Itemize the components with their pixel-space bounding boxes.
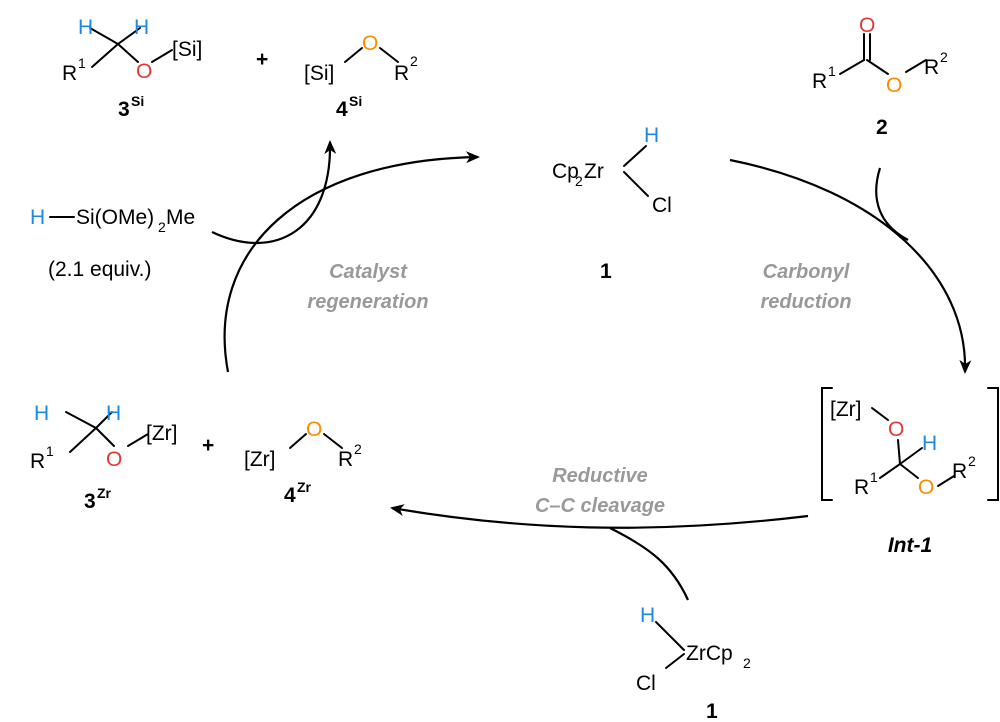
step-carbonyl-reduction-line2: reduction (760, 291, 851, 313)
superscript-1: 1 (78, 55, 86, 71)
compound-4zr: [Zr] O R 2 4 Zr (244, 418, 362, 507)
compound-label-4zr: 4 (284, 484, 296, 507)
atom-r: R (924, 56, 939, 79)
arrow-ester-input (875, 167, 909, 241)
step-labels: Catalyst regeneration Carbonyl reduction… (307, 261, 851, 517)
atom-r: R (62, 62, 77, 85)
compound-sup-4si: Si (349, 93, 362, 109)
step-catalyst-regeneration-line1: Catalyst (329, 261, 408, 283)
arrow-silane-to-product (211, 140, 337, 244)
atom-h: H (644, 124, 659, 147)
compound-3zr: H H R 1 O [Zr] 3 Zr (30, 402, 178, 513)
compound-label-3si: 3 (118, 98, 130, 121)
atom-h: H (34, 402, 49, 425)
silane-equiv: (2.1 equiv.) (48, 258, 152, 281)
compound-4si: [Si] O R 2 4 Si (304, 32, 418, 121)
silane-tail: Me (166, 206, 195, 229)
atom-h: H (640, 604, 655, 627)
atom-o: O (859, 14, 875, 37)
atom-cp: Cp (552, 160, 579, 183)
atom-o: O (886, 74, 902, 97)
arrow-carbonyl-reduction (729, 158, 972, 374)
subscript-2: 2 (575, 173, 583, 189)
compound-sup-3si: Si (131, 93, 144, 109)
atom-zrcp: ZrCp (686, 642, 733, 665)
silane-formula: Si(OMe) (76, 206, 154, 229)
superscript-2: 2 (354, 441, 362, 457)
step-reductive-cleavage-line1: Reductive (552, 465, 648, 487)
compound-sup-3zr: Zr (97, 485, 112, 501)
atom-r: R (952, 460, 967, 483)
atom-cl: Cl (636, 672, 656, 695)
superscript-1: 1 (828, 63, 836, 79)
compound-label-3zr: 3 (84, 490, 96, 513)
arrow-catalyst-regeneration (223, 151, 480, 373)
atom-o: O (306, 418, 322, 441)
compound-sup-4zr: Zr (297, 479, 312, 495)
atom-si: [Si] (172, 38, 202, 61)
atom-r: R (394, 62, 409, 85)
atom-zr: [Zr] (244, 448, 276, 471)
superscript-1: 1 (46, 443, 54, 459)
compound-int-1: [Zr] O H R 1 O R 2 Int-1 (821, 387, 999, 557)
atom-h: H (922, 432, 937, 455)
atom-h: H (78, 16, 93, 39)
atom-r: R (854, 476, 869, 499)
step-carbonyl-reduction-line1: Carbonyl (763, 261, 850, 283)
atom-r: R (30, 450, 45, 473)
plus-sign-bottom: + (202, 434, 214, 457)
step-reductive-cleavage-line2: C–C cleavage (535, 495, 665, 517)
atom-si: [Si] (304, 62, 334, 85)
compound-1-top: Cp 2 Zr H Cl 1 (552, 124, 672, 283)
compound-label-int-1: Int-1 (888, 534, 932, 557)
atom-o: O (136, 60, 152, 83)
atom-o: O (888, 418, 904, 441)
atom-r: R (812, 70, 827, 93)
arrow-catalyst-input (609, 527, 690, 601)
superscript-2: 2 (968, 453, 976, 469)
superscript-2: 2 (410, 53, 418, 69)
cycle-arrows (211, 140, 972, 601)
arrow-reductive-cleavage (390, 504, 809, 529)
atom-o: O (362, 32, 378, 55)
atom-h: H (106, 402, 121, 425)
plus-sign-top: + (256, 48, 268, 71)
compound-label-1-bottom: 1 (706, 700, 718, 722)
atom-h: H (134, 16, 149, 39)
atom-h: H (30, 206, 45, 229)
silane-sub: 2 (158, 219, 166, 235)
compound-2: R 1 O O R 2 2 (812, 14, 948, 139)
compound-3si: H H R 1 O [Si] 3 Si (62, 16, 202, 121)
atom-zr: [Zr] (830, 398, 862, 421)
compound-1-bottom: H ZrCp 2 Cl 1 (636, 604, 751, 722)
compound-label-4si: 4 (336, 98, 348, 121)
step-catalyst-regeneration-line2: regeneration (307, 291, 428, 313)
atom-cl: Cl (652, 194, 672, 217)
compound-label-2: 2 (876, 116, 888, 139)
atom-r: R (338, 448, 353, 471)
atom-o: O (918, 476, 934, 499)
atom-zr: Zr (584, 160, 604, 183)
subscript-2: 2 (743, 655, 751, 671)
superscript-1: 1 (870, 469, 878, 485)
silane-reagent: H Si(OMe) 2 Me (2.1 equiv.) (30, 206, 195, 281)
atom-zr: [Zr] (146, 422, 178, 445)
superscript-2: 2 (940, 49, 948, 65)
compound-label-1-top: 1 (600, 260, 612, 283)
atom-o: O (106, 448, 122, 471)
